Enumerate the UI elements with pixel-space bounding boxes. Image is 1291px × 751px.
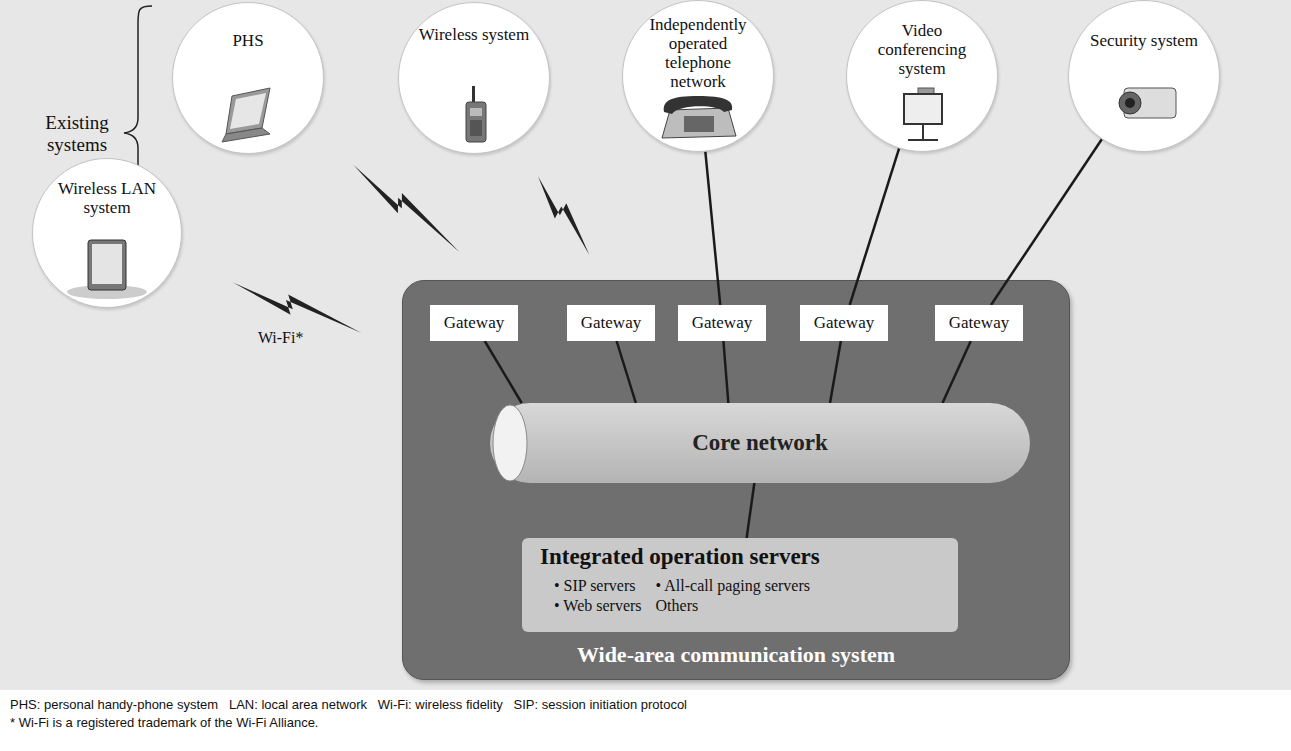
node-label: Gateway [444, 313, 504, 333]
telephone-icon [662, 96, 736, 138]
connector-line [943, 341, 971, 403]
footnote: * Wi-Fi is a registered trademark of the… [10, 716, 1280, 731]
connector-line [485, 341, 522, 403]
wide-area-box: Wide-area communication system Gateway Gat… [402, 280, 1070, 680]
node-label: Security system [1087, 31, 1201, 50]
system-circle: Independently operated telephone network [622, 0, 774, 152]
wired-link [943, 341, 971, 403]
node-label: Video conferencing system [865, 21, 979, 78]
wired-link [485, 341, 522, 403]
node-label: Gateway [692, 313, 752, 333]
gateway-box: Gateway [935, 305, 1023, 341]
node-label: Wireless LAN system [51, 179, 163, 217]
system-circle: PHS [172, 2, 324, 154]
server-box: Integrated operation servers • SIP server… [522, 538, 958, 632]
lightning-bolt [538, 176, 589, 255]
video-conference-icon [904, 88, 942, 140]
lightning-bolt [353, 165, 459, 253]
wired-link [850, 148, 899, 305]
server-item: • Web servers [554, 596, 642, 616]
core-network-cylinder: Core network [490, 403, 1030, 483]
server-item: • SIP servers [554, 576, 642, 596]
connector-line [830, 341, 841, 403]
connector-line [723, 341, 728, 403]
camera-icon [1119, 88, 1176, 118]
system-circle: Wireless LAN system [32, 158, 182, 308]
wireless-link [538, 176, 589, 255]
group-label: Existing systems [14, 112, 140, 156]
system-circle: Video conferencing system [846, 0, 998, 152]
server-item: Others [656, 596, 810, 616]
wired-link [830, 341, 841, 403]
lightning-bolt [233, 283, 361, 333]
gateway-box: Gateway [567, 305, 655, 341]
connector-line [617, 341, 636, 403]
server-title: Integrated operation servers [540, 544, 948, 570]
system-title: Wide-area communication system [402, 642, 1070, 668]
footnote: PHS: personal handy-phone system LAN: lo… [10, 698, 1280, 713]
gateway-box: Gateway [800, 305, 888, 341]
node-label: Core network [692, 430, 828, 456]
node-label: Gateway [814, 313, 874, 333]
server-item: • All-call paging servers [656, 576, 810, 596]
system-circle: Wireless system [398, 2, 550, 154]
gateway-box: Gateway [430, 305, 518, 341]
server-list: • SIP servers • All-call paging servers • … [540, 576, 948, 616]
connector-line [850, 148, 899, 305]
wired-link [705, 152, 720, 305]
cylinder-end [490, 403, 530, 483]
phs-icon [222, 88, 270, 142]
node-label: Gateway [581, 313, 641, 333]
gateway-box: Gateway [678, 305, 766, 341]
wireless-link [353, 165, 459, 253]
node-label: Independently operated telephone network [641, 15, 755, 91]
wired-link [723, 341, 728, 403]
wired-link [747, 483, 755, 538]
node-label: Wireless system [417, 25, 531, 44]
wired-link [991, 139, 1102, 305]
wireless-link [233, 283, 361, 333]
connector-line [705, 152, 720, 305]
node-label: Gateway [949, 313, 1009, 333]
radio-icon [466, 86, 486, 142]
wired-link [617, 341, 636, 403]
tablet-icon [67, 240, 147, 299]
node-label: PHS [191, 31, 305, 50]
connector-line [747, 483, 755, 538]
connector-line [991, 139, 1102, 305]
system-circle: Security system [1068, 0, 1220, 152]
edge-label: Wi-Fi* [256, 329, 306, 347]
